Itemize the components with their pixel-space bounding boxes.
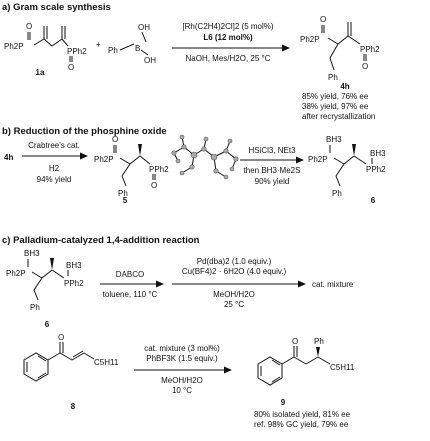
reaction-arrow-c2 bbox=[172, 280, 306, 288]
atom-o: O bbox=[26, 22, 32, 31]
crystal-structure-image bbox=[171, 134, 239, 180]
hsicl3-net3-text: HSiCl3, NEt3 bbox=[248, 146, 296, 155]
atom-o: O bbox=[68, 63, 74, 72]
section-a-header: a) Gram scale synthesis bbox=[2, 2, 111, 13]
atom-pph2: PPh2 bbox=[360, 45, 380, 54]
toluene-temp-text: toluene, 110 °C bbox=[102, 290, 158, 299]
atom-ph2p: Ph2P bbox=[94, 155, 114, 164]
product-9-label: 9 bbox=[280, 398, 286, 407]
reaction-arrow-b2 bbox=[240, 156, 304, 164]
enone-8-structure: O C5H11 bbox=[23, 333, 119, 382]
atom-oh-bottom: OH bbox=[144, 56, 156, 65]
hydrogen-text: H2 bbox=[48, 164, 60, 173]
atom-ph: Ph bbox=[118, 189, 128, 198]
section-c-header: c) Palladium-catalyzed 1,4-addition reac… bbox=[2, 235, 200, 246]
atom-ph: Ph bbox=[314, 337, 324, 346]
atom-ph: Ph bbox=[108, 46, 118, 55]
phenylboronic-acid-structure: OH Ph B OH bbox=[108, 23, 156, 65]
compound-5-label: 5 bbox=[122, 196, 128, 205]
start-4h-label: 4h bbox=[4, 153, 14, 162]
atom-bh3: BH3 bbox=[66, 261, 82, 270]
atom-bh3: BH3 bbox=[24, 249, 40, 258]
atom-ph2p: Ph2P bbox=[300, 35, 320, 44]
reaction-arrow-a bbox=[172, 44, 290, 52]
phbf3k-text: PhBF3K (1.5 equiv.) bbox=[146, 354, 218, 363]
atom-o: O bbox=[292, 337, 298, 346]
crabtree-catalyst-text: Crabtree's cat. bbox=[28, 141, 80, 150]
reaction-arrow-b1 bbox=[22, 152, 88, 160]
atom-ph: Ph bbox=[30, 303, 40, 312]
atom-bh3: BH3 bbox=[326, 135, 342, 144]
reaction-arrow-c1 bbox=[100, 280, 164, 288]
ligand-l6-text: L6 (12 mol%) bbox=[203, 33, 253, 42]
rh-catalyst-text: [Rh(C2H4)2Cl]2 (5 mol%) bbox=[182, 22, 274, 31]
enone-8-label: 8 bbox=[70, 402, 76, 411]
product-4h-structure: O Ph2P PPh2 O Ph bbox=[300, 15, 380, 82]
ligand-6-structure: BH3 Ph2P BH3 PPh2 Ph bbox=[6, 249, 84, 312]
pd-dba-text: Pd(dba)2 (1.0 equiv.) bbox=[196, 257, 272, 266]
yield-line-2: 38% yield, 97% ee bbox=[302, 102, 369, 111]
atom-o: O bbox=[362, 62, 368, 71]
section-b-header: b) Reduction of the phosphine oxide bbox=[2, 126, 167, 137]
meoh-water-text: MeOH/H2O bbox=[213, 290, 255, 299]
final-yield-line-1: 80% isolated yield, 81% ee bbox=[254, 410, 351, 419]
atom-ph: Ph bbox=[328, 73, 338, 82]
atom-c5h11: C5H11 bbox=[330, 363, 355, 372]
conditions-base-solvent: NaOH, Mes/H2O, 25 °C bbox=[185, 54, 271, 63]
atom-ph2p: Ph2P bbox=[4, 42, 24, 51]
compound-6-structure: BH3 Ph2P BH3 PPh2 Ph bbox=[308, 135, 386, 198]
bh3-me2s-text: then BH3·Me2S bbox=[243, 166, 301, 175]
reactant-1a-label: 1a bbox=[35, 68, 45, 77]
atom-o: O bbox=[151, 181, 157, 190]
final-yield-line-2: ref. 98% GC yield, 79% ee bbox=[254, 420, 349, 429]
atom-b: B bbox=[135, 44, 140, 53]
atom-pph2: PPh2 bbox=[67, 47, 87, 56]
atom-bh3: BH3 bbox=[370, 149, 386, 158]
atom-o: O bbox=[112, 135, 118, 144]
dabco-text: DABCO bbox=[115, 270, 145, 279]
temp-25-text: 25 °C bbox=[223, 300, 245, 309]
atom-ph2p: Ph2P bbox=[308, 155, 328, 164]
atom-ph: Ph bbox=[332, 189, 342, 198]
atom-pph2: PPh2 bbox=[366, 165, 386, 174]
reactant-1a-structure: Ph2P O PPh2 O bbox=[4, 22, 87, 72]
product-4h-label: 4h bbox=[340, 82, 350, 91]
atom-oh-top: OH bbox=[138, 23, 150, 32]
plus-sign: + bbox=[96, 40, 101, 49]
yield-line-3: after recrystallization bbox=[302, 112, 376, 121]
atom-o: O bbox=[58, 333, 64, 342]
compound-5-structure: O Ph2P PPh2 O Ph bbox=[94, 135, 169, 198]
atom-ph2p: Ph2P bbox=[6, 269, 26, 278]
yield-line-1: 85% yield, 76% ee bbox=[302, 92, 369, 101]
temp-10-text: 10 °C bbox=[171, 386, 193, 395]
product-9-structure: O Ph C5H11 bbox=[257, 337, 355, 386]
compound-6-label: 6 bbox=[370, 196, 376, 205]
atom-pph2: PPh2 bbox=[64, 279, 84, 288]
cat-mixture-loading-text: cat. mixture (3 mol%) bbox=[144, 344, 220, 353]
atom-o: O bbox=[320, 15, 326, 24]
meoh-water-text-2: MeOH/H2O bbox=[161, 376, 203, 385]
atom-c5h11: C5H11 bbox=[94, 358, 119, 367]
cat-mixture-text: cat. mixture bbox=[312, 280, 354, 289]
step2-yield-text: 90% yield bbox=[254, 177, 290, 186]
ligand-6-label: 6 bbox=[44, 320, 50, 329]
atom-pph2: PPh2 bbox=[149, 165, 169, 174]
cu-bf4-text: Cu(BF4)2 · 6H2O (4.0 equiv.) bbox=[181, 267, 287, 276]
step1-yield-text: 94% yield bbox=[36, 175, 72, 184]
reaction-arrow-c3 bbox=[134, 366, 232, 374]
